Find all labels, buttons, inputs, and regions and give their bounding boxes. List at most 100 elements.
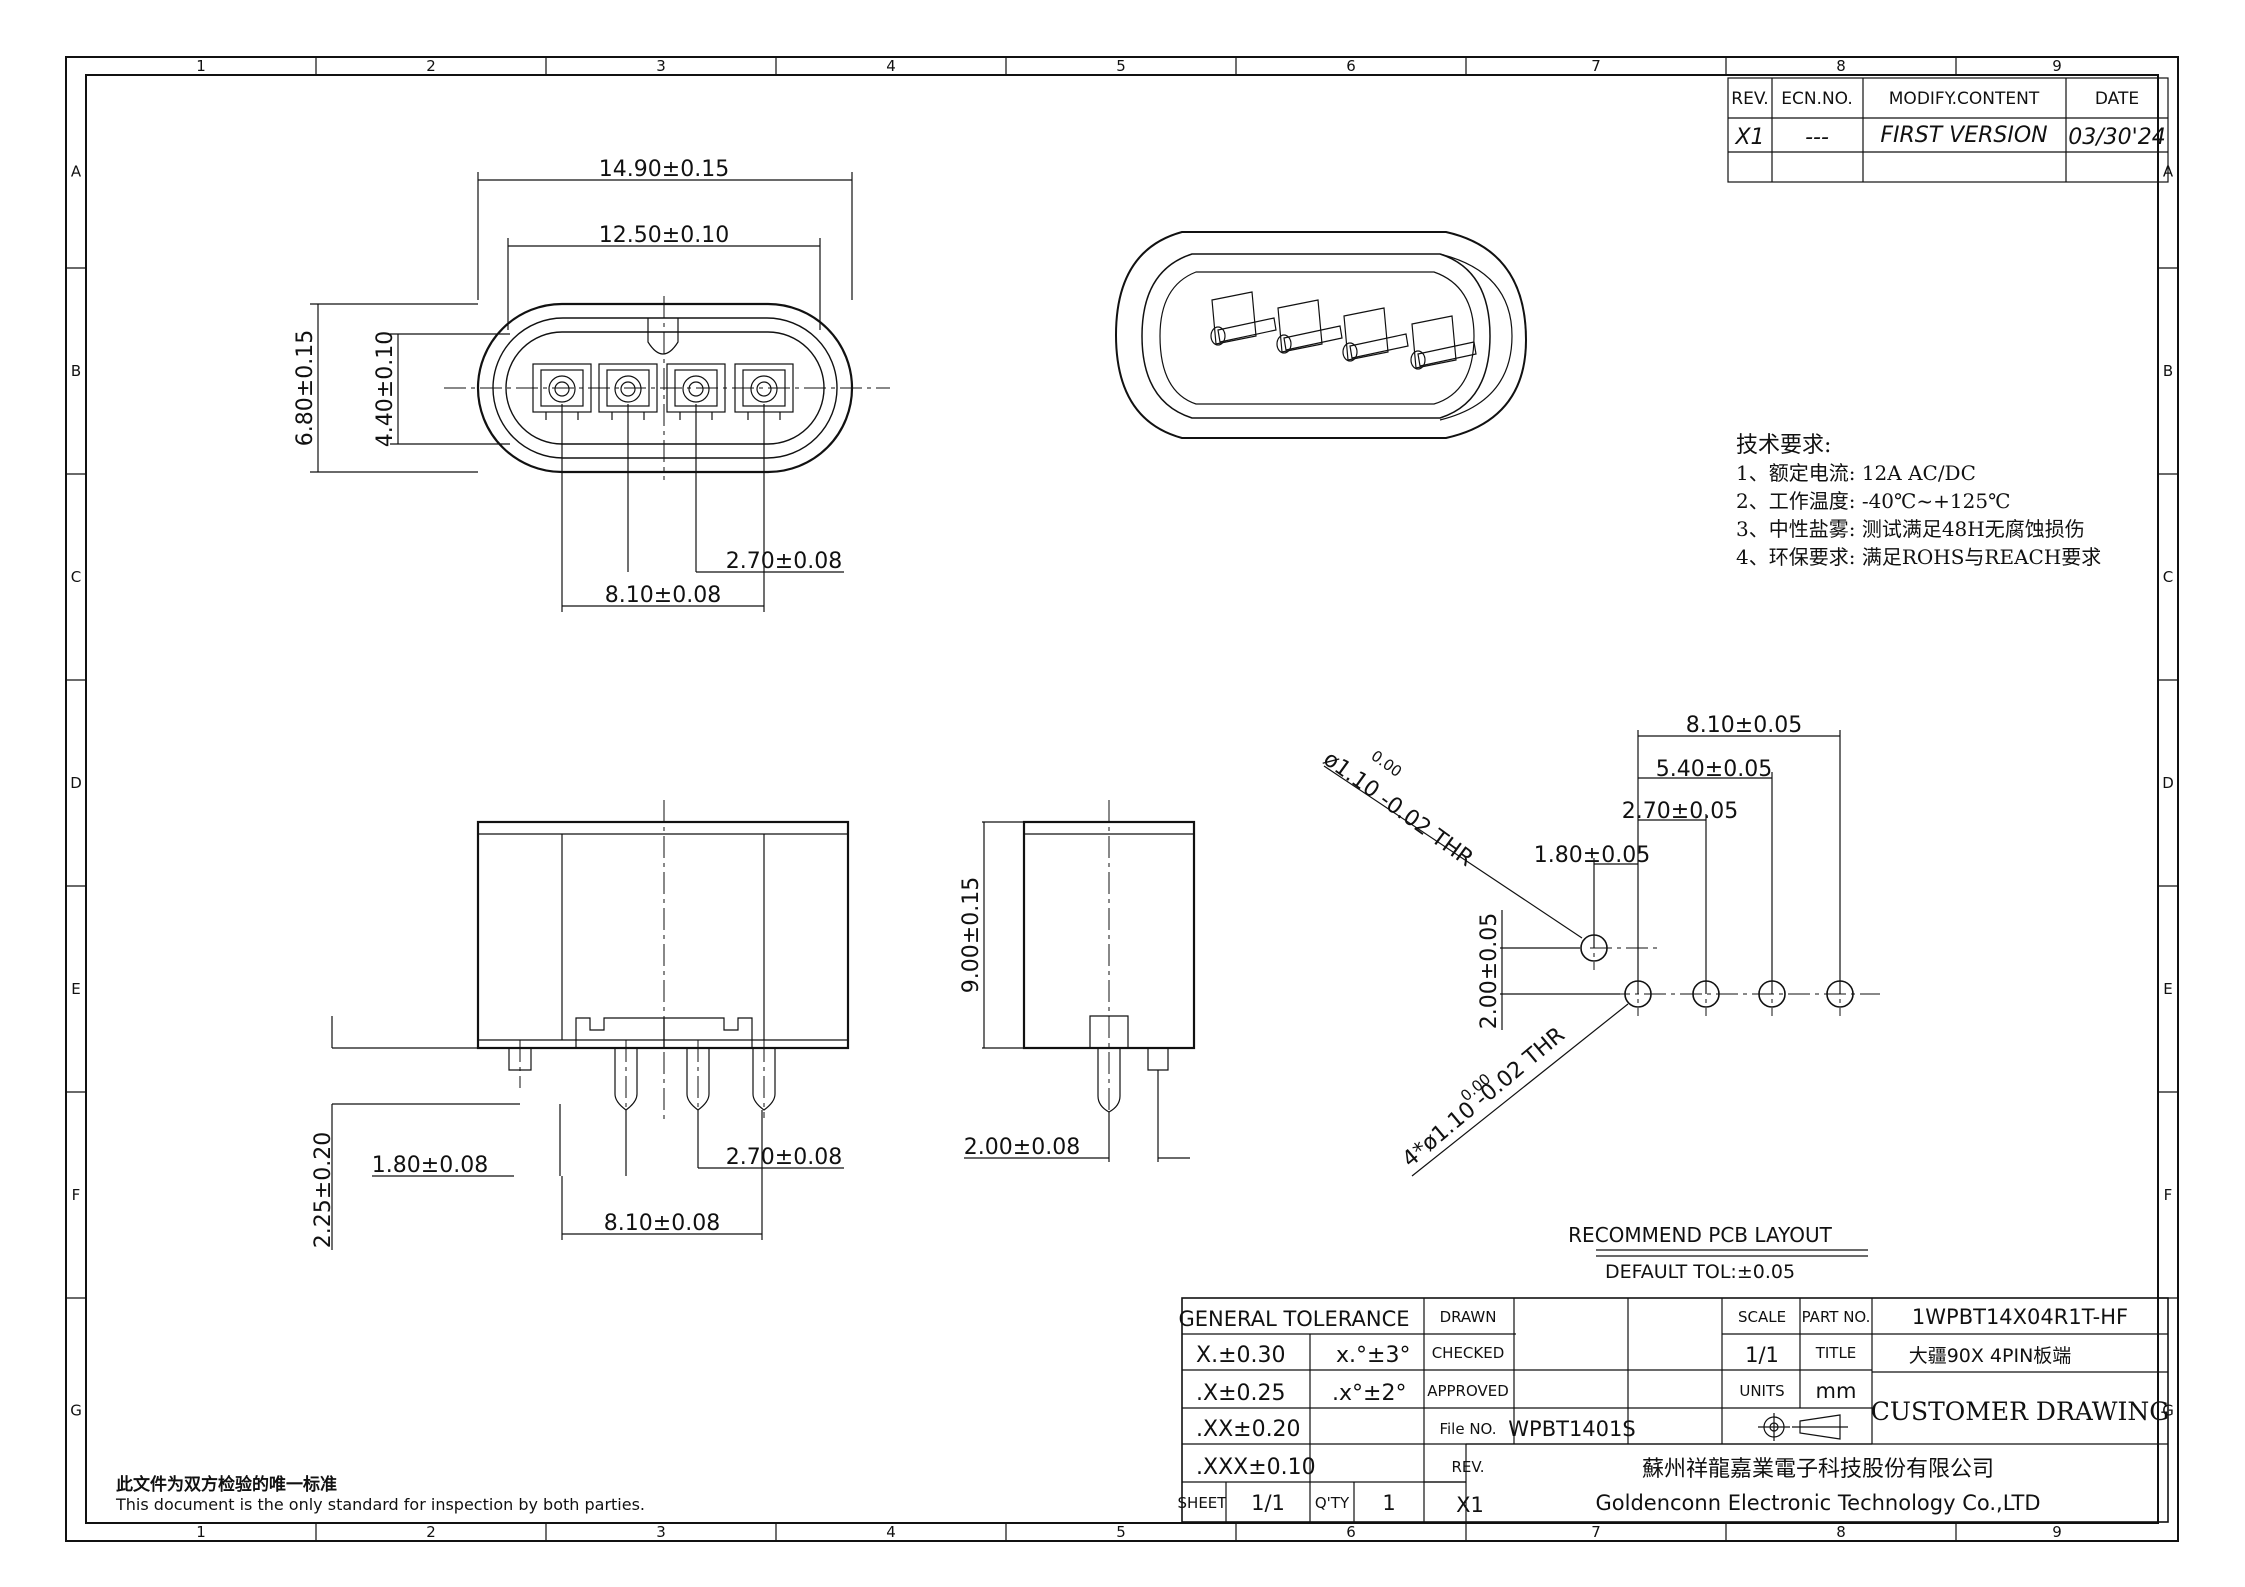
rev-value: X1 <box>1734 125 1764 150</box>
zone-row-label: D <box>2162 774 2174 792</box>
tb-qty-value: 1 <box>1382 1491 1395 1515</box>
tb-tol-x: X.±0.30 <box>1196 1343 1285 1368</box>
zone-col-label: 3 <box>656 1523 666 1541</box>
dim-pcb-1-80: 1.80±0.05 <box>1534 843 1650 868</box>
rev-ecn-value: --- <box>1805 125 1829 150</box>
tb-approved-label: APPROVED <box>1427 1382 1509 1400</box>
key-notch <box>647 318 679 355</box>
notice-cn: 此文件为双方检验的唯一标准 <box>116 1474 337 1495</box>
rev-date-value: 03/30'24 <box>2068 125 2165 150</box>
zone-col-label: 8 <box>1836 57 1846 75</box>
dim-pcb-2-70: 2.70±0.05 <box>1622 799 1738 824</box>
pcb-holes <box>1580 926 1854 1016</box>
tb-angle-2: .x°±2° <box>1332 1381 1406 1406</box>
iso-contact-housing <box>1411 315 1457 369</box>
tb-file-no-label: File NO. <box>1439 1420 1496 1438</box>
iso-pin-tip <box>1410 350 1426 370</box>
zone-row-label: F <box>2164 1186 2173 1204</box>
zone-col-label: 2 <box>426 1523 436 1541</box>
tb-scale-value: 1/1 <box>1745 1343 1779 1367</box>
tb-rev-value: X1 <box>1456 1493 1484 1517</box>
tb-company-cn: 蘇州祥龍嘉業電子科技股份有限公司 <box>1642 1457 1994 1482</box>
dim-pin-row-offset: 2.00±0.08 <box>964 1135 1080 1160</box>
zone-col-label: 7 <box>1591 1523 1601 1541</box>
zone-row-label: G <box>70 1402 82 1420</box>
iso-pin-body <box>1349 333 1409 359</box>
tb-sheet-value: 1/1 <box>1251 1491 1285 1515</box>
dim-pcb-5-40: 5.40±0.05 <box>1656 757 1772 782</box>
contact-pin-ring <box>548 375 576 403</box>
dim-pcb-span: 8.10±0.05 <box>1686 713 1802 738</box>
dim-span: 8.10±0.08 <box>605 583 721 608</box>
tb-tol-x1: .X±0.25 <box>1196 1381 1285 1406</box>
tb-checked-label: CHECKED <box>1432 1344 1505 1362</box>
iso-contact-housing <box>1343 307 1389 361</box>
side-pins <box>508 1040 776 1118</box>
contact-pin <box>554 381 570 397</box>
outer-frame <box>65 56 2179 1542</box>
tech-item-4: 4、环保要求: 满足ROHS与REACH要求 <box>1736 545 2101 569</box>
zone-row-label: A <box>71 163 82 181</box>
iso-pin-body <box>1417 341 1477 367</box>
zone-row-label: E <box>71 980 80 998</box>
tb-sheet-label: SHEET <box>1178 1494 1228 1512</box>
dim-width-inner: 12.50±0.10 <box>599 223 729 248</box>
dim-width-overall: 14.90±0.15 <box>599 157 729 182</box>
tb-scale-label: SCALE <box>1738 1308 1786 1326</box>
tb-units-value: mm <box>1816 1379 1857 1403</box>
tech-requirements: 技术要求: 1、额定电流: 12A AC/DC 2、工作温度: -40℃~+12… <box>1736 433 2101 569</box>
tech-item-2: 2、工作温度: -40℃~+125℃ <box>1736 489 2010 513</box>
iso-pin-tip <box>1210 326 1226 346</box>
rev-header-content: MODIFY.CONTENT <box>1889 89 2040 109</box>
contact-pin-ring <box>682 375 710 403</box>
zone-row-label: D <box>70 774 82 792</box>
side-pin <box>752 1048 776 1111</box>
pcb-default-tol: DEFAULT TOL:±0.05 <box>1605 1261 1795 1283</box>
tech-item-3: 3、中性盐雾: 测试满足48H无腐蚀损伤 <box>1736 517 2085 541</box>
zone-row-label: C <box>71 568 81 586</box>
zone-row-label: B <box>2163 362 2173 380</box>
contact-pin <box>756 381 772 397</box>
contact-pin-ring <box>750 375 778 403</box>
tb-drawn-label: DRAWN <box>1440 1308 1497 1326</box>
tb-part-no-value: 1WPBT14X04R1T-HF <box>1912 1305 2128 1329</box>
tb-customer-drawing: CUSTOMER DRAWING <box>1871 1397 2169 1426</box>
revision-table: REV. ECN.NO. MODIFY.CONTENT DATE X1 --- … <box>1727 77 2169 183</box>
tb-title-label: TITLE <box>1815 1344 1857 1362</box>
zone-col-label: 8 <box>1836 1523 1846 1541</box>
tb-company-en: Goldenconn Electronic Technology Co.,LTD <box>1596 1491 2041 1515</box>
tb-general-tolerance: GENERAL TOLERANCE <box>1178 1307 1409 1331</box>
contact-pin-ring <box>614 375 642 403</box>
dim-side-span: 8.10±0.08 <box>604 1211 720 1236</box>
dim-pin-length: 2.25±0.20 <box>311 1132 336 1248</box>
end-view: 9.00±0.15 2.00±0.08 <box>959 800 1196 1162</box>
tech-item-1: 1、额定电流: 12A AC/DC <box>1736 461 1976 485</box>
zone-col-label: 7 <box>1591 57 1601 75</box>
zone-col-label: 9 <box>2052 57 2062 75</box>
zone-col-label: 1 <box>196 57 206 75</box>
zone-col-label: 4 <box>886 57 896 75</box>
tb-file-no-value: WPBT1401S <box>1508 1417 1635 1441</box>
tb-qty-label: Q'TY <box>1315 1494 1350 1512</box>
iso-view <box>1114 231 1528 439</box>
zone-row-label: F <box>72 1186 81 1204</box>
iso-pins <box>1210 291 1477 370</box>
zone-col-label: 6 <box>1346 1523 1356 1541</box>
zone-col-label: 5 <box>1116 1523 1126 1541</box>
tb-tol-x3: .XXX±0.10 <box>1196 1455 1316 1480</box>
tech-heading: 技术要求: <box>1736 433 1831 458</box>
notice-en: This document is the only standard for i… <box>115 1495 645 1514</box>
dim-height-overall: 6.80±0.15 <box>293 330 318 446</box>
dim-housing-height: 9.00±0.15 <box>959 877 984 993</box>
zone-col-label: 6 <box>1346 57 1356 75</box>
iso-contact-housing <box>1211 291 1257 345</box>
dim-pin-offset: 1.80±0.08 <box>372 1153 488 1178</box>
zone-row-label: B <box>71 362 81 380</box>
callout-multi-hole: 4*ø1.10 -0.02 THR <box>1398 1023 1570 1173</box>
rev-header-ecn: ECN.NO. <box>1781 89 1853 109</box>
front-view: 14.90±0.15 12.50±0.10 6.80±0.15 4.40±0.1… <box>293 157 890 612</box>
zone-row-label: E <box>2163 980 2172 998</box>
projection-symbol-icon <box>1758 1413 1848 1441</box>
tb-tol-x2: .XX±0.20 <box>1196 1417 1301 1442</box>
iso-pin-body <box>1217 317 1277 343</box>
